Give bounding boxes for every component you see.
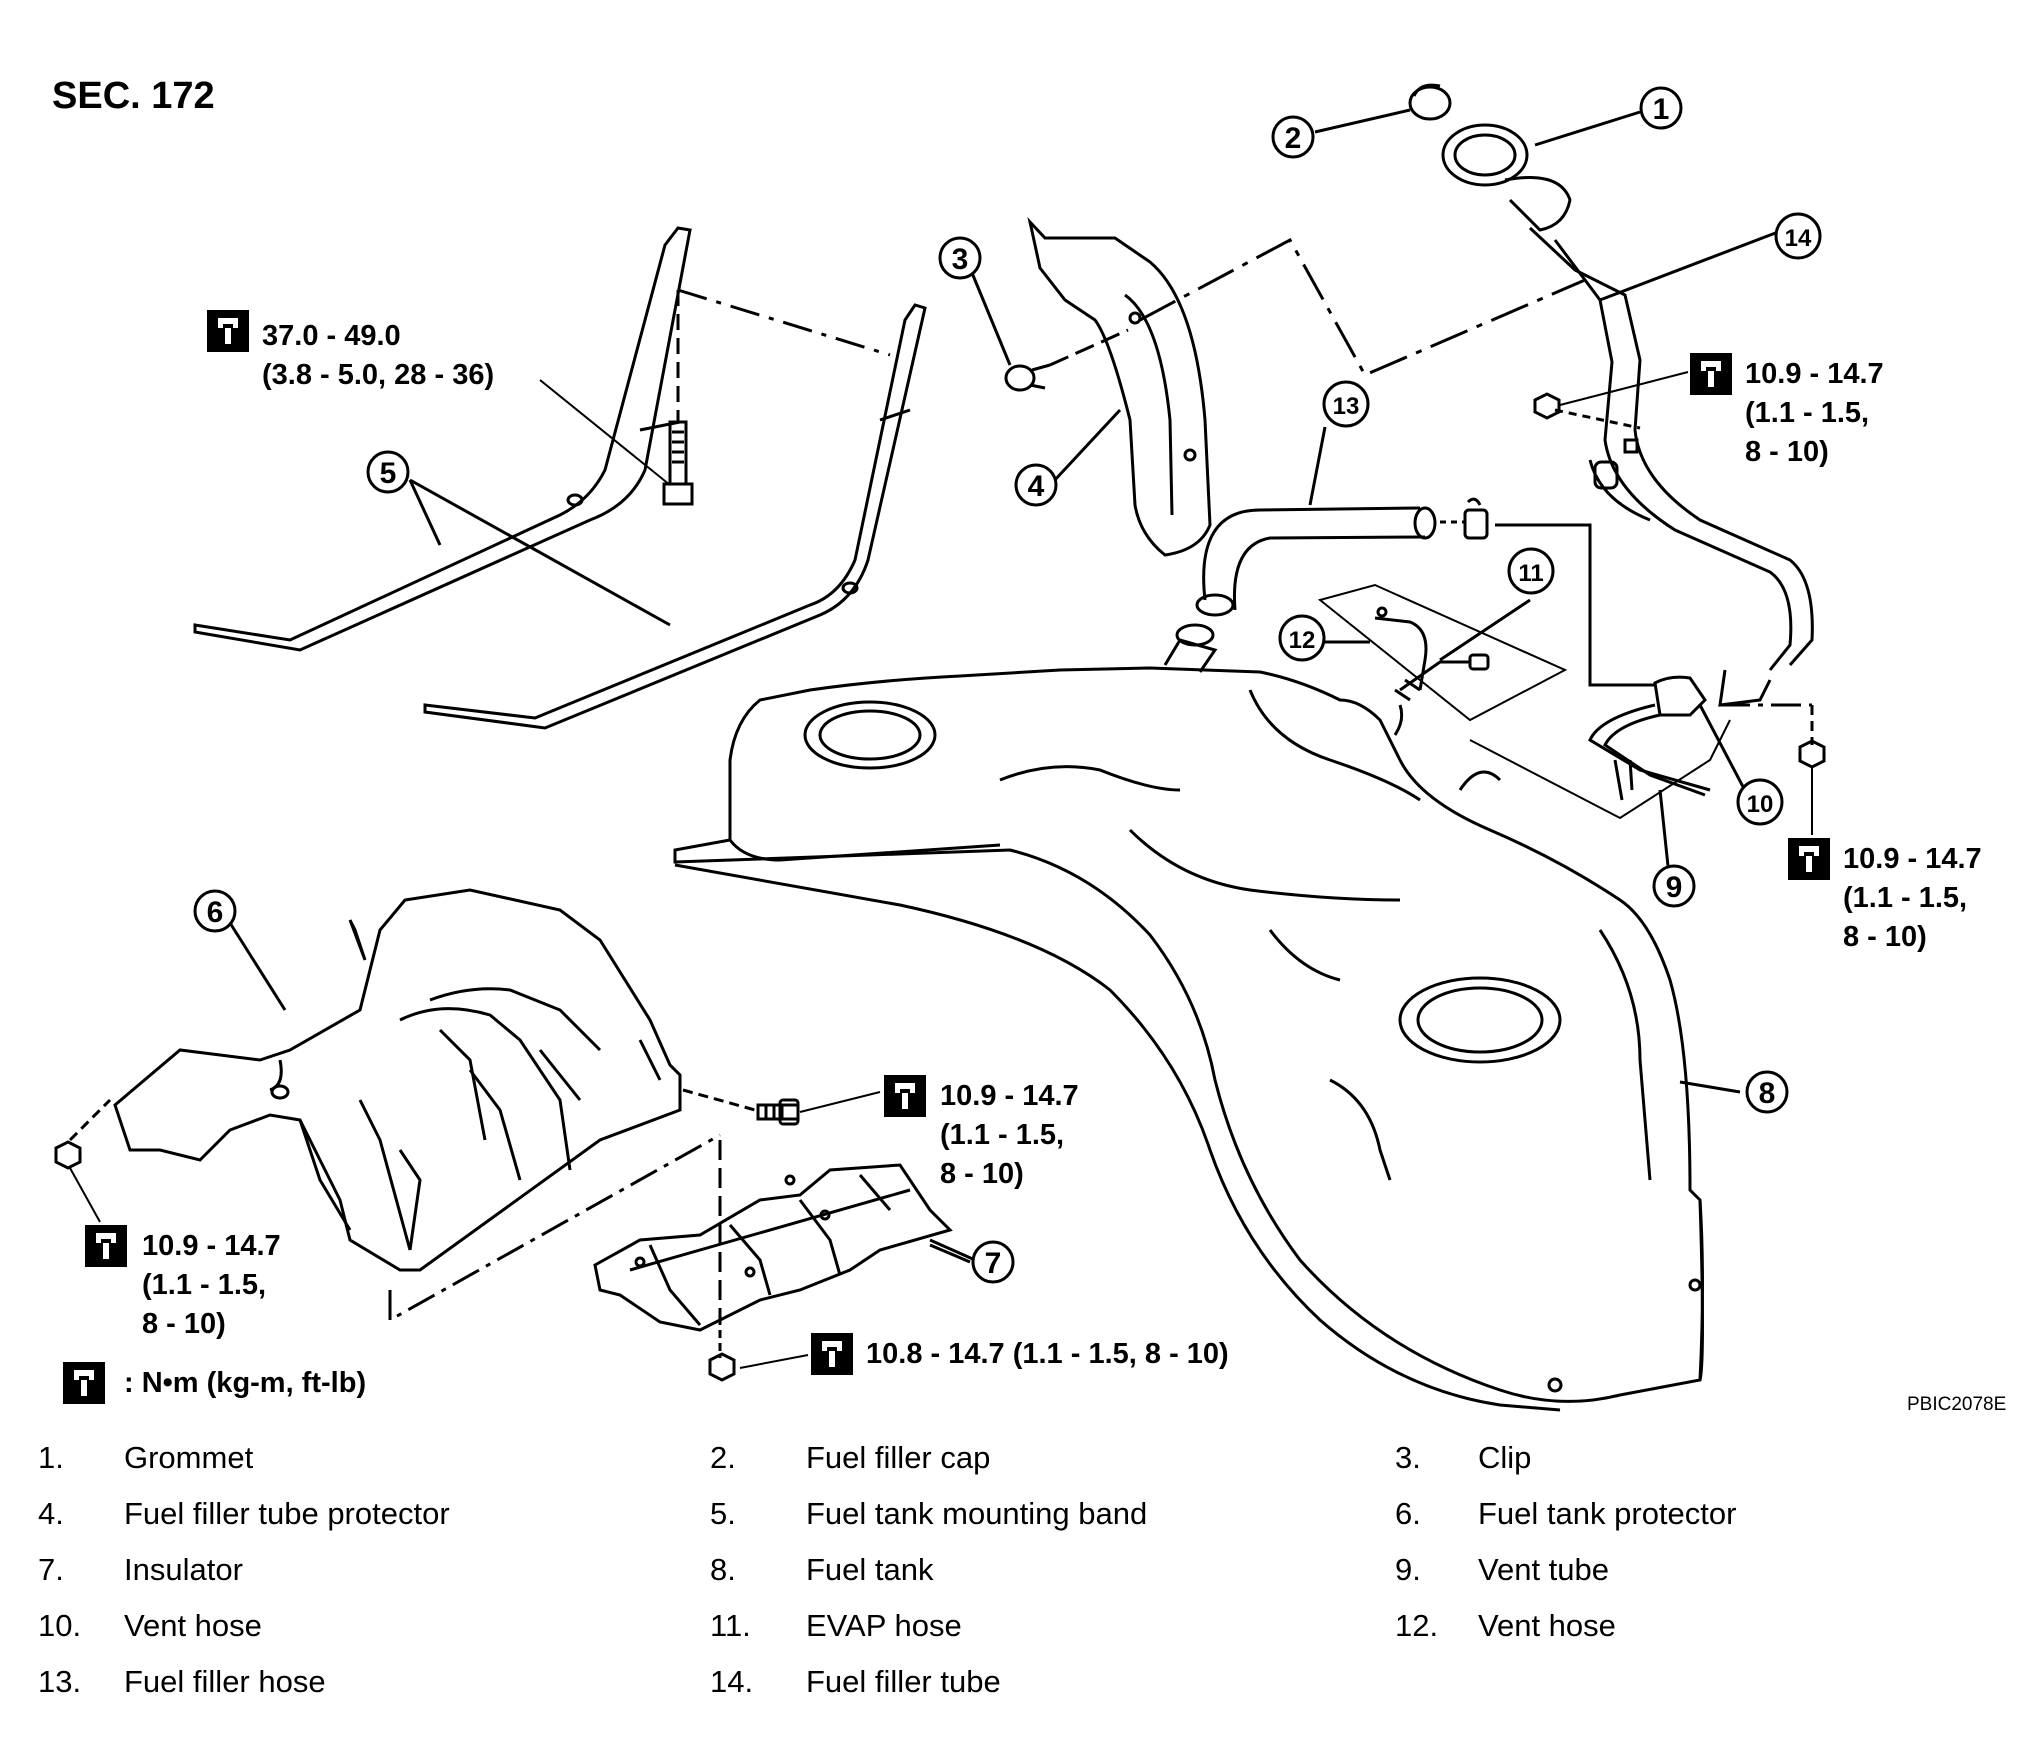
legend-text: Fuel tank: [806, 1552, 934, 1587]
svg-text:7: 7: [985, 1247, 1002, 1280]
legend-text: Vent tube: [1478, 1552, 1610, 1587]
legend-text: Fuel tank mounting band: [806, 1496, 1148, 1531]
svg-text:2: 2: [1285, 122, 1302, 155]
callout-11: 11: [1507, 547, 1555, 595]
legend-text: EVAP hose: [806, 1608, 962, 1643]
fuel-filler-hose: [1163, 497, 1489, 673]
legend-text: Insulator: [124, 1552, 243, 1587]
fuel-system-exploded-diagram: SEC. 172 37.0 - 49.0 (3.8 - 5.0, 28 - 36…: [52, 75, 2006, 1415]
callout-13: 13: [1322, 380, 1370, 428]
callout-8: 8: [1745, 1070, 1789, 1114]
svg-text:3: 3: [952, 243, 969, 276]
callout-3: 3: [938, 236, 982, 280]
svg-text:4: 4: [1028, 470, 1045, 503]
svg-text:11: 11: [1518, 560, 1543, 587]
fuel-tank: [673, 666, 1704, 1412]
legend-num: 10.: [38, 1608, 82, 1643]
legend-text: Fuel filler tube: [806, 1664, 1001, 1699]
torque-label-protector-bolt-l2: (1.1 - 1.5,: [940, 1119, 1064, 1151]
legend-num: 14.: [710, 1664, 754, 1699]
svg-text:14: 14: [1785, 225, 1812, 252]
legend-num: 5.: [710, 1496, 736, 1531]
legend-num: 4.: [38, 1496, 64, 1531]
section-title: SEC. 172: [52, 75, 215, 117]
svg-text:9: 9: [1666, 871, 1683, 904]
legend-num: 9.: [1395, 1552, 1421, 1587]
legend-text: Clip: [1478, 1440, 1532, 1475]
torque-label-vent-l3: 8 - 10): [1843, 921, 1927, 953]
torque-label-left-nut-l1: 10.9 - 14.7: [142, 1230, 281, 1262]
callout-7: 7: [971, 1240, 1015, 1284]
torque-label-left-nut-l3: 8 - 10): [142, 1308, 226, 1340]
torque-label-protector-bolt-l1: 10.9 - 14.7: [940, 1080, 1079, 1112]
legend-text: Grommet: [124, 1440, 254, 1475]
legend-num: 6.: [1395, 1496, 1421, 1531]
legend-text: Fuel filler cap: [806, 1440, 991, 1475]
legend-num: 7.: [38, 1552, 64, 1587]
legend-num: 2.: [710, 1440, 736, 1475]
torque-label-vent-l2: (1.1 - 1.5,: [1843, 882, 1967, 914]
svg-text:5: 5: [380, 457, 397, 490]
legend-num: 8.: [710, 1552, 736, 1587]
callout-4: 4: [1014, 463, 1058, 507]
torque-label-insulator-nut: 10.8 - 14.7 (1.1 - 1.5, 8 - 10): [866, 1338, 1229, 1370]
legend-text: Fuel filler tube protector: [124, 1496, 450, 1531]
torque-label-filler-tube-l2: (1.1 - 1.5,: [1745, 397, 1869, 429]
fuel-filler-tube: [1408, 83, 1814, 671]
legend-text: Vent hose: [1478, 1608, 1616, 1643]
legend-num: 12.: [1395, 1608, 1439, 1643]
legend-num: 3.: [1395, 1440, 1421, 1475]
legend-text: Fuel tank protector: [1478, 1496, 1737, 1531]
figure-code: PBIC2078E: [1907, 1394, 2006, 1415]
svg-text:10: 10: [1747, 791, 1774, 818]
callout-5: 5: [366, 450, 410, 494]
callout-1: 1: [1639, 86, 1683, 130]
fuel-tank-mounting-band: [193, 226, 927, 730]
fuel-filler-tube-protector: [1004, 217, 1586, 557]
svg-text:1: 1: [1653, 93, 1670, 126]
callout-6: 6: [193, 889, 237, 933]
torque-label-filler-tube-l3: 8 - 10): [1745, 436, 1829, 468]
callout-12: 12: [1278, 614, 1326, 662]
torque-label-left-nut-l2: (1.1 - 1.5,: [142, 1269, 266, 1301]
torque-label-filler-tube-l1: 10.9 - 14.7: [1745, 358, 1884, 390]
svg-text:6: 6: [207, 896, 224, 929]
torque-label-vent-l1: 10.9 - 14.7: [1843, 843, 1982, 875]
svg-text:12: 12: [1289, 627, 1316, 654]
legend-num: 1.: [38, 1440, 64, 1475]
legend-text: Vent hose: [124, 1608, 262, 1643]
legend-num: 11.: [710, 1608, 751, 1643]
torque-label-band-bolt-l1: 37.0 - 49.0: [262, 320, 401, 352]
torque-label-protector-bolt-l3: 8 - 10): [940, 1158, 1024, 1190]
fuel-tank-protector: [54, 888, 800, 1323]
torque-unit-note: : N•m (kg-m, ft-lb): [124, 1367, 366, 1399]
legend-text: Fuel filler hose: [124, 1664, 326, 1699]
callout-10: 10: [1736, 778, 1784, 826]
callout-14: 14: [1774, 212, 1822, 260]
vent-hoses: [1317, 523, 1826, 820]
svg-text:13: 13: [1333, 393, 1360, 420]
callout-2: 2: [1271, 115, 1315, 159]
legend-num: 13.: [38, 1664, 82, 1699]
svg-text:8: 8: [1759, 1077, 1776, 1110]
torque-label-band-bolt-l2: (3.8 - 5.0, 28 - 36): [262, 359, 494, 391]
callout-9: 9: [1652, 864, 1696, 908]
insulator: [593, 1140, 976, 1382]
